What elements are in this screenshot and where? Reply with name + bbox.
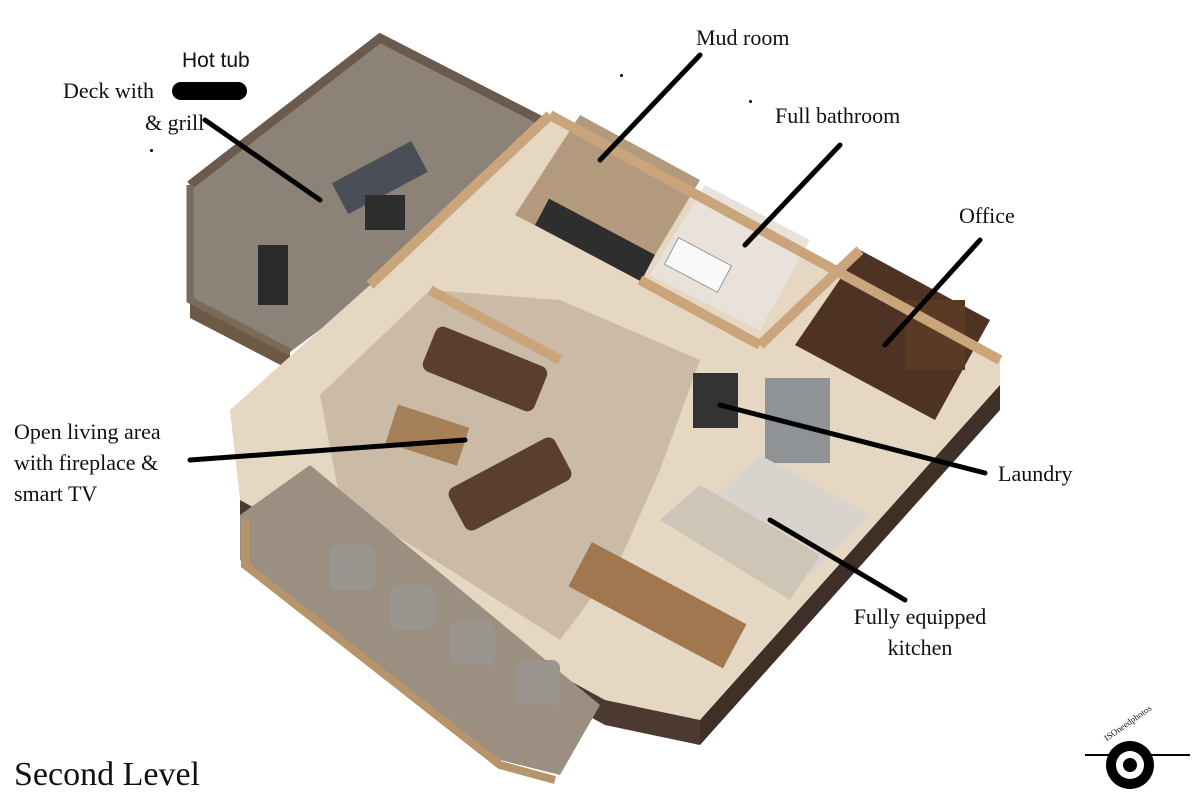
speck [620, 74, 623, 77]
page-title: Second Level [14, 756, 200, 793]
label-mud-room: Mud room [696, 25, 790, 50]
leader-lines [187, 52, 988, 603]
front-porch [240, 465, 600, 784]
label-hot-tub: Hot tub [182, 49, 250, 72]
coffee-table [385, 404, 470, 466]
deck-area [186, 32, 553, 370]
speck [749, 100, 752, 103]
fire-table [365, 195, 405, 230]
label-living-line2: with fireplace & [14, 450, 159, 475]
dining-table [568, 542, 747, 669]
sofa [422, 326, 548, 412]
label-laundry: Laundry [998, 461, 1073, 486]
speck [150, 149, 153, 152]
label-kitchen-line1: Fully equipped [853, 604, 987, 629]
label-living-line1: Open living area [14, 419, 161, 444]
deck-sofa [331, 140, 428, 215]
sofa-2 [448, 437, 572, 531]
laundry-leader [717, 402, 988, 476]
label-office: Office [959, 203, 1015, 228]
label-full-bathroom: Full bathroom [775, 103, 901, 128]
office-leader [882, 237, 983, 348]
deck-leader [202, 117, 323, 203]
watermark-logo [1085, 741, 1190, 789]
bathroom-leader [742, 142, 843, 248]
label-deck-line1: Deck with [63, 78, 155, 103]
label-living-line3: smart TV [14, 481, 98, 506]
kitchen-leader [767, 517, 908, 603]
washer [693, 373, 738, 428]
redaction-mark [172, 82, 247, 100]
kitchen-island [660, 485, 820, 600]
label-deck-line2: & grill [145, 110, 205, 135]
kitchen-tile [705, 455, 870, 575]
mud-room-leader [597, 52, 703, 163]
grill [258, 245, 288, 305]
living-leader [187, 437, 468, 463]
label-kitchen-line2: kitchen [887, 635, 953, 660]
